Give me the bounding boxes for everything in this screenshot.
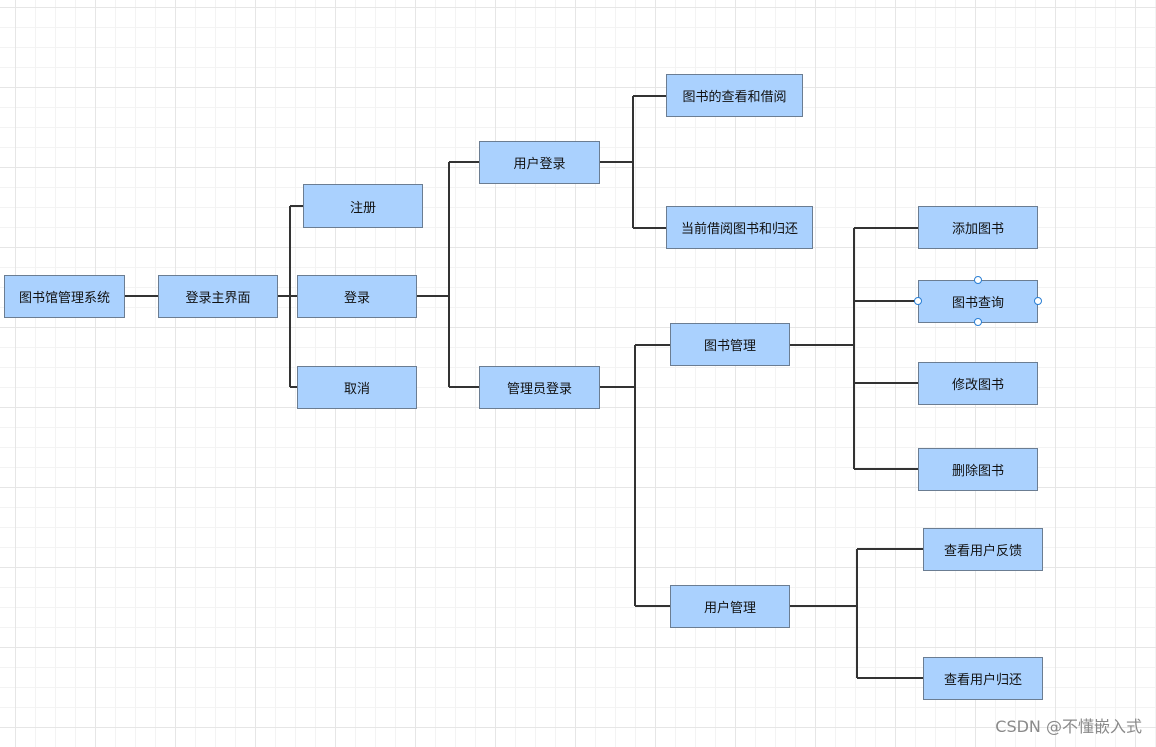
connector-login-branch: [417, 161, 479, 388]
node-view-borrow[interactable]: 图书的查看和借阅: [666, 74, 803, 117]
node-register[interactable]: 注册: [303, 184, 423, 228]
node-view-returns[interactable]: 查看用户归还: [923, 657, 1043, 700]
connector-user-branch: [600, 95, 666, 229]
node-view-feedback[interactable]: 查看用户反馈: [923, 528, 1043, 571]
node-user-management[interactable]: 用户管理: [670, 585, 790, 628]
node-edit-book[interactable]: 修改图书: [918, 362, 1038, 405]
resize-handle-left[interactable]: [914, 297, 922, 305]
connector-main-branch: [278, 205, 303, 388]
resize-handle-right[interactable]: [1034, 297, 1042, 305]
node-add-book[interactable]: 添加图书: [918, 206, 1038, 249]
connector-bookmgmt-branch: [790, 227, 918, 470]
node-user-login[interactable]: 用户登录: [479, 141, 600, 184]
node-current-return[interactable]: 当前借阅图书和归还: [666, 206, 813, 249]
connector-admin-branch: [600, 344, 670, 607]
node-root[interactable]: 图书馆管理系统: [4, 275, 125, 318]
node-delete-book[interactable]: 删除图书: [918, 448, 1038, 491]
resize-handle-bottom[interactable]: [974, 318, 982, 326]
node-book-management[interactable]: 图书管理: [670, 323, 790, 366]
node-admin-login[interactable]: 管理员登录: [479, 366, 600, 409]
node-query-book[interactable]: 图书查询: [918, 280, 1038, 323]
resize-handle-top[interactable]: [974, 276, 982, 284]
node-main-interface[interactable]: 登录主界面: [158, 275, 278, 318]
watermark-text: CSDN @不懂嵌入式: [995, 717, 1142, 736]
node-cancel[interactable]: 取消: [297, 366, 417, 409]
connector-usermgmt-branch: [790, 548, 923, 679]
node-login[interactable]: 登录: [297, 275, 417, 318]
